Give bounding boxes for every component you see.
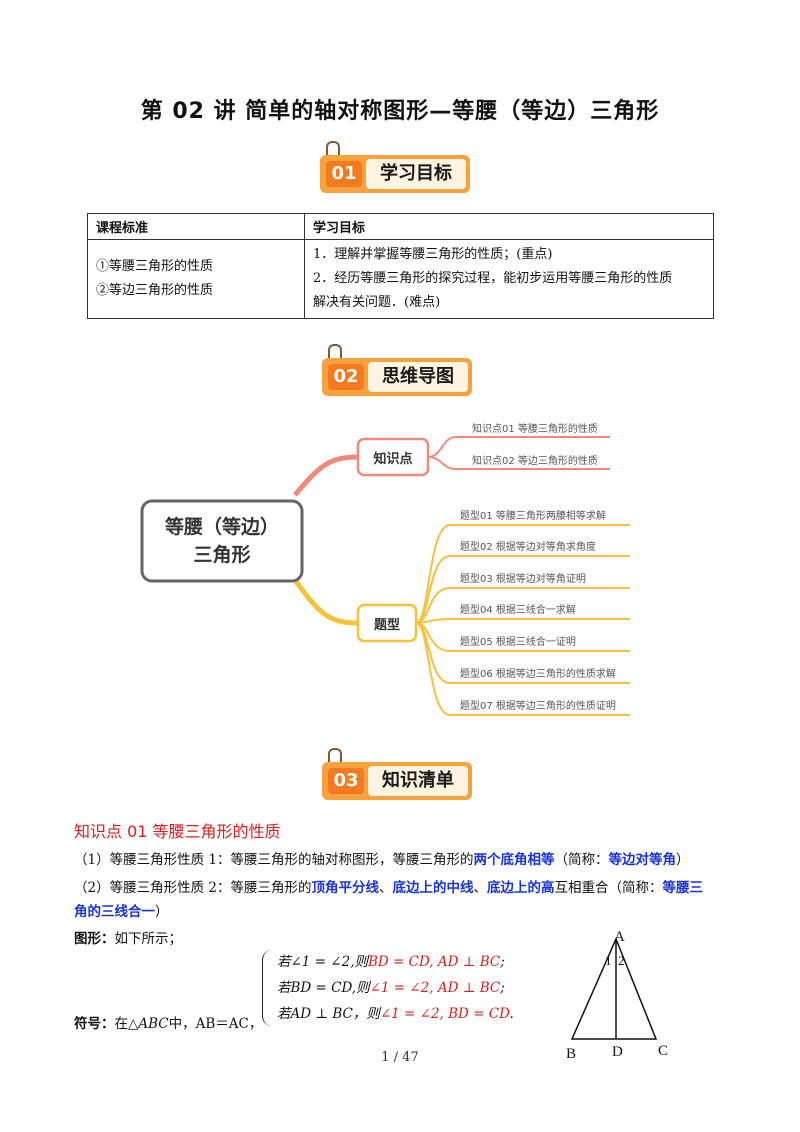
mindmap-type-item: 题型03 根据等边对等角证明: [460, 572, 586, 585]
mindmap-type-item: 题型05 根据三线合一证明: [460, 635, 576, 648]
mindmap-node-types-label: 题型: [374, 617, 400, 633]
text: 中，AB＝AC，: [168, 1016, 263, 1032]
condition-2: 若BD = CD,则∠1 = ∠2, AD ⊥ BC;: [277, 977, 505, 999]
section-label: 知识清单: [368, 766, 468, 796]
paperclip-icon: [328, 344, 342, 364]
section-badge-knowledge: 03 知识清单: [322, 748, 482, 810]
mindmap-type-item: 题型04 根据三线合一求解: [460, 603, 576, 616]
goals-table: 课程标准 学习目标 ①等腰三角形的性质 ②等边三角形的性质 1．理解并掌握等腰三…: [87, 213, 714, 319]
mindmap-root-line2: 三角形: [193, 543, 250, 566]
highlight: 等腰三: [662, 880, 703, 896]
page-number: 1 / 47: [381, 1050, 419, 1065]
section-label: 学习目标: [366, 159, 466, 189]
text: .: [509, 1006, 514, 1022]
text: 互相重合（简称：: [554, 880, 663, 896]
highlight: 顶角平分线: [311, 880, 379, 896]
mindmap-root-box: [140, 499, 304, 583]
text: 若AD ⊥ BC，则: [277, 1006, 380, 1022]
text: （简称：: [554, 852, 609, 868]
mindmap-knowledge-item: 知识点01 等腰三角形的性质: [472, 422, 598, 435]
text: 若∠1 = ∠2,则: [277, 954, 368, 970]
mindmap-type-item: 题型06 根据等边三角形的性质求解: [460, 667, 616, 680]
standard-item: ②等边三角形的性质: [96, 283, 214, 298]
text: （1）等腰三角形性质 1：等腰三角形的轴对称图形，等腰三角形的: [74, 852, 474, 868]
highlight: 等边对等角: [608, 852, 676, 868]
highlight: 底边上的高: [486, 880, 555, 896]
text: ;: [500, 980, 505, 996]
triangle-name: △ABC: [128, 1016, 169, 1032]
mindmap-root-line1: 等腰（等边）: [164, 515, 279, 538]
text: 若BD = CD,则: [277, 980, 370, 996]
standards-cell: ①等腰三角形的性质 ②等边三角形的性质: [87, 239, 305, 319]
mindmap-type-item: 题型01 等腰三角形两腰相等求解: [460, 509, 606, 522]
text: （2）等腰三角形性质 2：等腰三角形的: [74, 880, 312, 896]
section-badge-goals: 01 学习目标: [320, 141, 480, 203]
mindmap-type-item: 题型02 根据等边对等角求角度: [460, 540, 596, 553]
text: 、: [378, 880, 393, 896]
isosceles-triangle-figure: A 1 2 B D C: [566, 929, 668, 1062]
mindmap-knowledge-item: 知识点02 等边三角形的性质: [472, 454, 598, 467]
mindmap-type-item: 题型07 根据等边三角形的性质证明: [460, 699, 616, 712]
angle-label-2: 2: [618, 953, 625, 968]
section-number: 03: [328, 768, 364, 794]
property-1: （1）等腰三角形性质 1：等腰三角形的轴对称图形，等腰三角形的两个底角相等（简称…: [74, 849, 734, 871]
paperclip-icon: [326, 141, 340, 161]
objective-item: 解决有关问题．(难点): [313, 295, 441, 310]
text: ）: [155, 904, 169, 920]
page-title: 第 02 讲 简单的轴对称图形—等腰（等边）三角形: [140, 99, 660, 124]
objective-item: 1．理解并掌握等腰三角形的性质；(重点): [313, 247, 553, 262]
highlight: 角的三线合一: [74, 904, 155, 920]
paperclip-icon: [328, 748, 342, 768]
mindmap-line: [427, 436, 610, 458]
section-number: 01: [326, 161, 362, 187]
mind-map: 等腰（等边） 三角形 知识点 知识点01 等腰三角形的性质 知识点02 等边三角…: [140, 422, 630, 716]
condition-1: 若∠1 = ∠2,则BD = CD, AD ⊥ BC;: [277, 951, 505, 973]
mindmap-connector-knowledge: [293, 454, 359, 497]
knowledge-heading: 知识点 01 等腰三角形的性质: [74, 822, 281, 841]
vertex-label-a: A: [614, 929, 625, 945]
symbol-line: 符号：在△ABC中，AB＝AC，: [74, 1013, 262, 1035]
highlight: 两个底角相等: [473, 852, 555, 868]
highlight-red: ∠1 = ∠2, BD = CD: [379, 1006, 510, 1022]
mindmap-line: [427, 456, 610, 470]
vertex-label-c: C: [658, 1043, 668, 1059]
highlight-red: BD = CD, AD ⊥ BC: [368, 954, 501, 970]
mindmap-type-lines: [415, 524, 630, 716]
symbol-label: 符号：: [74, 1016, 115, 1032]
triangle-outline: [570, 937, 658, 1040]
objective-item: 2．经历等腰三角形的探究过程，能初步运用等腰三角形的性质: [313, 271, 673, 286]
mindmap-connector-types: [292, 578, 359, 626]
point-label-d: D: [612, 1044, 623, 1060]
section-label: 思维导图: [368, 362, 468, 392]
figure-label: 图形：: [74, 931, 115, 947]
text: 在: [114, 1016, 129, 1032]
brace: [262, 950, 283, 1026]
condition-3: 若AD ⊥ BC，则∠1 = ∠2, BD = CD.: [277, 1003, 514, 1025]
highlight: 底边上的中线: [392, 880, 474, 896]
vertex-label-b: B: [566, 1046, 576, 1062]
standard-item: ①等腰三角形的性质: [96, 259, 214, 274]
text: ）: [675, 852, 690, 868]
table-header-objective: 学习目标: [304, 213, 714, 240]
mindmap-node-knowledge-label: 知识点: [373, 451, 412, 467]
property-2: （2）等腰三角形性质 2：等腰三角形的顶角平分线、底边上的中线、底边上的高互相重…: [74, 877, 734, 899]
section-number: 02: [328, 364, 364, 390]
objectives-cell: 1．理解并掌握等腰三角形的性质；(重点) 2．经历等腰三角形的探究过程，能初步运…: [304, 239, 714, 319]
figure-line: 图形：如下所示；: [74, 928, 182, 950]
section-badge-mindmap: 02 思维导图: [322, 344, 482, 406]
property-2-cont: 角的三线合一）: [74, 901, 734, 923]
highlight-red: ∠1 = ∠2, AD ⊥ BC: [369, 980, 501, 996]
text: ;: [500, 954, 505, 970]
text: 如下所示；: [114, 931, 183, 947]
angle-label-1: 1: [605, 953, 612, 968]
table-header-standard: 课程标准: [87, 213, 305, 240]
text: 、: [473, 880, 487, 896]
